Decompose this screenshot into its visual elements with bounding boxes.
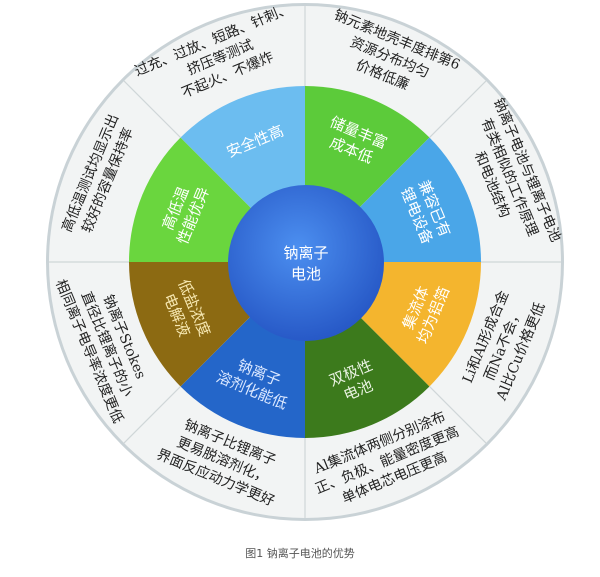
figure-caption: 图1 钠离子电池的优势 — [245, 547, 355, 560]
ring-divider — [123, 80, 181, 138]
ring-divider — [123, 386, 181, 444]
center-circle — [228, 185, 384, 341]
center-label-line2: 电池 — [291, 265, 321, 283]
center-label-line1: 钠离子 — [283, 244, 328, 262]
ring-divider — [429, 80, 487, 138]
ring-divider — [429, 386, 487, 444]
advantages-wheel: 储量丰富成本低钠元素地壳丰度排第6资源分布均匀价格低廉兼容已有锂电设备钠离子电池… — [46, 1, 565, 521]
